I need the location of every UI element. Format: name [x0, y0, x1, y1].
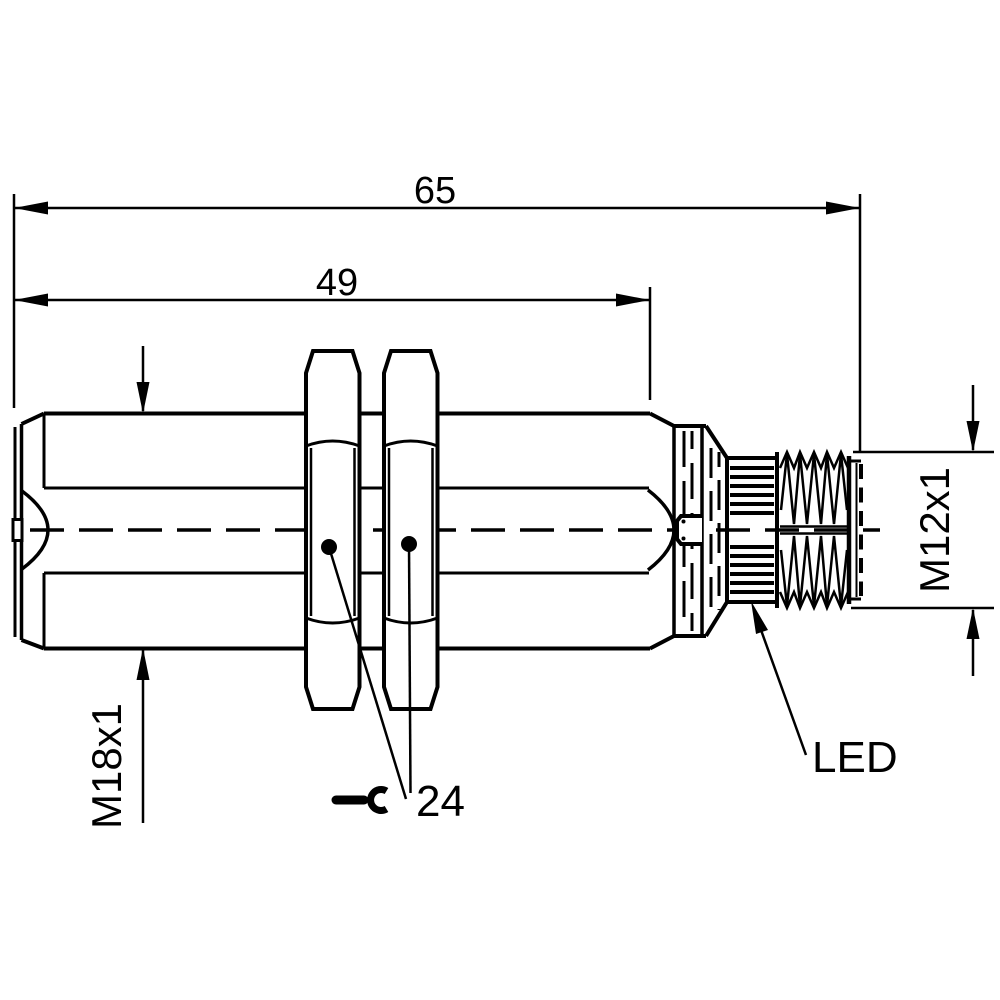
dim-arrow-down-icon	[966, 421, 980, 452]
thread-runout-arc-left	[20, 489, 50, 571]
lock-nut-1	[304, 349, 362, 711]
led-callout: LED	[751, 601, 898, 782]
dim-connector-thread-value: M12x1	[911, 467, 958, 593]
dim-arrow-up-icon	[966, 608, 980, 639]
wrench-icon	[331, 786, 389, 814]
dim-body-thread-value: M18x1	[83, 703, 130, 829]
sensor-body	[11, 411, 863, 651]
clip-groove	[675, 514, 702, 546]
wrench-size-value: 24	[416, 777, 465, 826]
connector-thread	[778, 448, 850, 612]
cone-bottom	[704, 600, 729, 638]
drawing-ink: 65 49	[11, 170, 994, 829]
leader-line-nut2	[407, 543, 412, 794]
face-center-mark	[11, 518, 24, 542]
led-ring	[725, 452, 779, 608]
dim-arrow-left-icon	[14, 293, 48, 307]
rear-cap	[649, 411, 729, 651]
dim-arrow-left-icon	[14, 201, 48, 215]
dim-arrow-up-icon	[136, 648, 150, 680]
dim-arrow-right-icon	[616, 293, 650, 307]
dim-overall-length-value: 65	[414, 170, 456, 212]
dim-barrel-length: 49	[14, 262, 652, 400]
dim-arrow-right-icon	[826, 201, 860, 215]
face-chamfer-bottom	[20, 638, 45, 651]
led-ring-ribs	[730, 466, 774, 594]
leader-line-nut1	[327, 546, 408, 800]
face-chamfer-top	[20, 411, 45, 426]
barrel-thread-root-lines	[44, 486, 649, 575]
connector-end-face	[846, 456, 863, 604]
dim-arrow-down-icon	[136, 382, 150, 414]
led-label: LED	[812, 733, 898, 782]
wrench-size-callout: 24	[321, 536, 465, 826]
dim-barrel-length-value: 49	[316, 262, 358, 304]
led-arrow-icon	[751, 601, 768, 634]
dim-connector-thread: M12x1	[851, 385, 994, 676]
cone-top	[704, 424, 729, 460]
led-leader-line	[759, 629, 808, 756]
lock-nut-2	[382, 349, 440, 711]
barrel-outline	[44, 411, 650, 651]
dim-body-thread: M18x1	[83, 346, 150, 829]
